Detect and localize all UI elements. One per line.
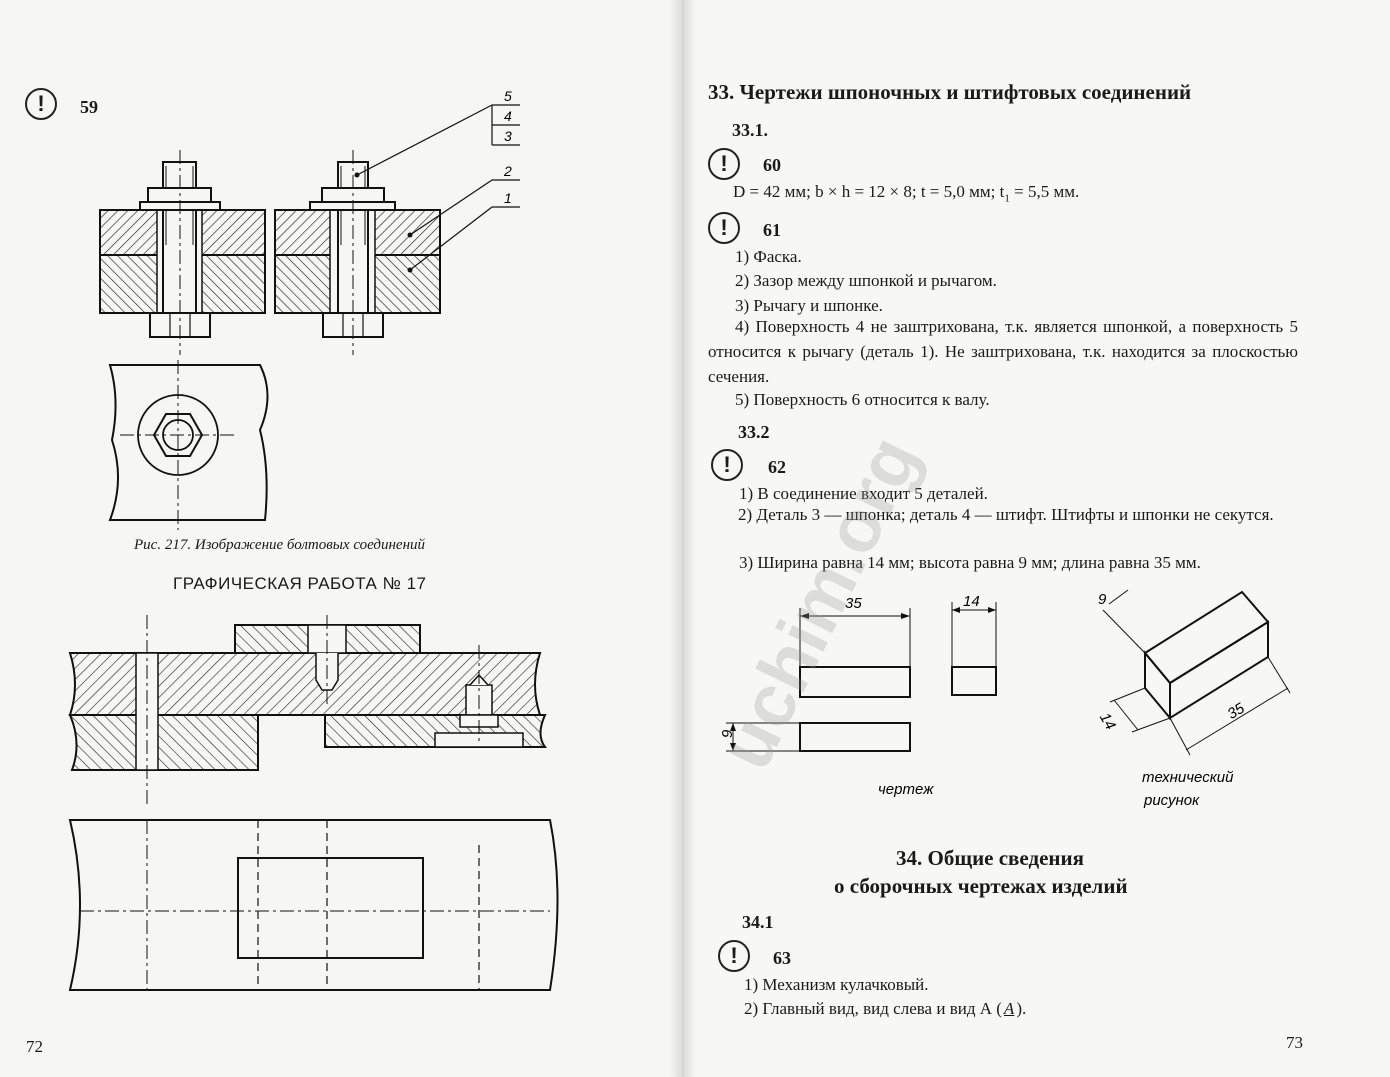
section-33-title: 33. Чертежи шпоночных и штифтовых соедин… bbox=[708, 80, 1192, 104]
task-61-line-4: 4) Поверхность 4 не заштрихована, т.к. я… bbox=[708, 317, 1298, 386]
page-number-right: 73 bbox=[1286, 1033, 1303, 1052]
task-63-line-2: 2) Главный вид, вид слева и вид А (A). bbox=[744, 999, 1027, 1018]
label-technical: технический bbox=[1142, 769, 1234, 786]
task-62-line-3: 3) Ширина равна 14 мм; высота равна 9 мм… bbox=[739, 553, 1201, 572]
callout-4: 4 bbox=[504, 108, 512, 124]
task-61-line-1: 1) Фаска. bbox=[735, 247, 802, 266]
dim-length-front: 35 bbox=[845, 595, 862, 612]
subsection-33-1: 33.1. bbox=[732, 120, 768, 140]
callout-3: 3 bbox=[504, 128, 512, 144]
task-62-line-1: 1) В соединение входит 5 деталей. bbox=[739, 484, 988, 503]
exclamation-icon: ! bbox=[25, 88, 57, 120]
graphic-work-title: ГРАФИЧЕСКАЯ РАБОТА № 17 bbox=[173, 574, 427, 593]
task-61-line-2: 2) Зазор между шпонкой и рычагом. bbox=[735, 271, 997, 290]
view-a-symbol: A bbox=[1003, 999, 1015, 1018]
exclamation-icon: ! bbox=[711, 449, 743, 481]
dim-width-iso: 14 bbox=[1096, 710, 1119, 733]
task-number-59: 59 bbox=[80, 97, 98, 117]
task-number-62: 62 bbox=[768, 457, 786, 477]
exclamation-icon: ! bbox=[708, 148, 740, 180]
task-63-line-1: 1) Механизм кулачковый. bbox=[744, 975, 929, 994]
dim-height: 9 bbox=[719, 729, 736, 738]
page-number-left: 72 bbox=[26, 1037, 43, 1056]
exclamation-icon: ! bbox=[718, 940, 750, 972]
dim-width-side: 14 bbox=[963, 593, 980, 610]
graphic-work-drawing bbox=[68, 615, 559, 991]
task-61-line-3: 3) Рычагу и шпонке. bbox=[735, 296, 883, 315]
key-drawing-figure: 35 9 14 9 14 35 чертеж технический рисун… bbox=[719, 589, 1291, 809]
section-34-title-line-2: о сборочных чертежах изделий bbox=[834, 874, 1128, 898]
task-number-60: 60 bbox=[763, 155, 781, 175]
task-61-line-5: 5) Поверхность 6 относится к валу. bbox=[735, 390, 990, 409]
task-62-line-2: 2) Деталь 3 — шпонка; деталь 4 — штифт. … bbox=[738, 505, 1274, 524]
label-sketch: рисунок bbox=[1143, 792, 1200, 809]
label-drawing: чертеж bbox=[878, 781, 934, 798]
bolt-connections-figure: 5 4 3 2 1 bbox=[99, 88, 520, 530]
callout-5: 5 bbox=[504, 88, 512, 104]
book-spine-shadow bbox=[670, 0, 696, 1077]
task-number-61: 61 bbox=[763, 220, 781, 240]
exclamation-icon: ! bbox=[708, 212, 740, 244]
task-number-63: 63 bbox=[773, 948, 791, 968]
dim-length-iso: 35 bbox=[1225, 699, 1249, 723]
section-34-title-line-1: 34. Общие сведения bbox=[896, 846, 1084, 870]
callout-1: 1 bbox=[504, 190, 512, 206]
task-60-answer: D = 42 мм; b × h = 12 × 8; t = 5,0 мм; t… bbox=[733, 182, 1080, 205]
dim-height-iso: 9 bbox=[1098, 591, 1107, 608]
callout-2: 2 bbox=[503, 163, 512, 179]
subsection-34-1: 34.1 bbox=[742, 912, 774, 932]
figure-caption: Рис. 217. Изображение болтовых соединени… bbox=[134, 537, 426, 553]
right-page bbox=[682, 0, 1390, 1077]
subsection-33-2: 33.2 bbox=[738, 422, 770, 442]
